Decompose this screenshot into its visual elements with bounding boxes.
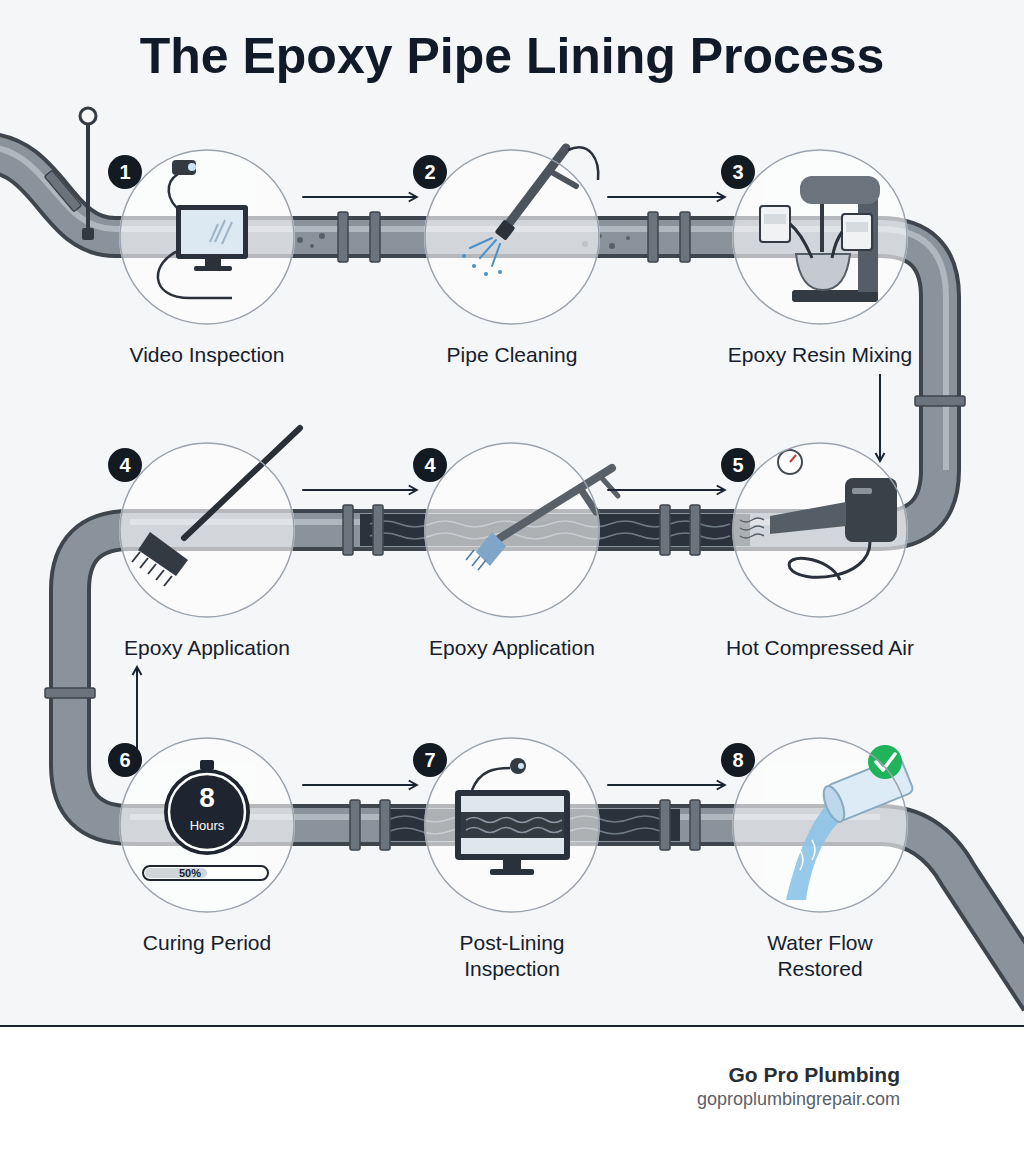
footer-band: [0, 1027, 1024, 1154]
flow-arrow: [607, 196, 724, 198]
step-circle: [424, 737, 600, 913]
step-node: 7Post-Lining Inspection: [382, 730, 642, 982]
badge-holder: 3: [721, 155, 755, 189]
step-node: 8Water Flow Restored: [690, 730, 950, 982]
jetter-icon: [462, 147, 598, 276]
badge-holder: 8: [721, 743, 755, 777]
water-icon: [786, 745, 914, 900]
step-node: 1Video Inspection: [77, 142, 337, 368]
badge-holder: 6: [108, 743, 142, 777]
flow-arrow: [607, 489, 724, 491]
step-circle: [732, 737, 908, 913]
callout-number: 5: [721, 448, 755, 482]
icon-text: Hours: [172, 818, 242, 834]
icon-text-holder: 8: [177, 782, 237, 814]
blower-icon: [740, 450, 897, 580]
flow-arrow: [302, 489, 416, 491]
callout-number: 4: [108, 448, 142, 482]
callout-number: 6: [108, 743, 142, 777]
step-node: 4Epoxy Application: [77, 435, 337, 661]
icon-text-holder: Hours: [172, 818, 242, 834]
step-circle: [732, 442, 908, 618]
badge-holder: 7: [413, 743, 447, 777]
callout-number: 1: [108, 155, 142, 189]
step-circle-outline: [425, 738, 599, 912]
flow-arrow: [302, 196, 416, 198]
stopwatch-icon: [143, 760, 268, 880]
step-circle-outline: [120, 738, 294, 912]
step-circle-outline: [120, 443, 294, 617]
step-node: 2Pipe Cleaning: [382, 142, 642, 368]
brand-name: Go Pro Plumbing: [697, 1062, 900, 1088]
badge-holder: 2: [413, 155, 447, 189]
badge-holder: 5: [721, 448, 755, 482]
icon-text-holder: 50%: [165, 866, 215, 880]
footer-credit: Go Pro Plumbinggoproplumbingrepair.com: [697, 1062, 900, 1110]
mixer-icon: [760, 176, 880, 302]
step-label: Hot Compressed Air: [723, 635, 917, 661]
step-circle: [119, 442, 295, 618]
flow-arrow: [302, 784, 416, 786]
brush-icon: [132, 428, 300, 586]
step-circle: [732, 149, 908, 325]
step-label: Curing Period: [140, 930, 274, 956]
step-circle-outline: [733, 150, 907, 324]
badge-holder: 1: [108, 155, 142, 189]
step-circle: [119, 149, 295, 325]
diagram-title: The Epoxy Pipe Lining Process: [0, 26, 1024, 86]
badge-holder: 4: [413, 448, 447, 482]
website-url: goproplumbingrepair.com: [697, 1088, 900, 1110]
flow-arrow: [879, 374, 881, 461]
step-node: 6 8Hours 50% Curing Period: [77, 730, 337, 956]
step-discs: [119, 149, 908, 913]
step-circle-outline: [733, 443, 907, 617]
callout-number: 3: [721, 155, 755, 189]
flow-arrow: [607, 784, 724, 786]
badge-holder: 4: [108, 448, 142, 482]
camera-icon: [80, 108, 248, 298]
step-label: Water Flow Restored: [742, 930, 898, 982]
callout-number: 7: [413, 743, 447, 777]
step-node: 5Hot Compressed Air: [690, 435, 950, 661]
step-label: Post-Lining Inspection: [434, 930, 590, 982]
step-circle-outline: [733, 738, 907, 912]
callout-number: 8: [721, 743, 755, 777]
monitor-icon: [455, 758, 570, 875]
icon-text: 50%: [165, 866, 215, 880]
step-label: Epoxy Application: [426, 635, 598, 661]
step-circle-outline: [425, 150, 599, 324]
step-node: 4Epoxy Application: [382, 435, 642, 661]
icon-text: 8: [177, 782, 237, 814]
step-label: Epoxy Resin Mixing: [725, 342, 915, 368]
step-node: 3Epoxy Resin Mixing: [690, 142, 950, 368]
footer-rule: [0, 1025, 1024, 1027]
step-circle-outline: [120, 150, 294, 324]
step-circle: [424, 442, 600, 618]
step-circle-outline: [425, 443, 599, 617]
step-label: Epoxy Application: [121, 635, 293, 661]
step-label: Video Inspection: [127, 342, 288, 368]
callout-number: 4: [413, 448, 447, 482]
pipe: [0, 146, 1024, 1000]
step-circle: [424, 149, 600, 325]
step-label: Pipe Cleaning: [444, 342, 581, 368]
callout-number: 2: [413, 155, 447, 189]
